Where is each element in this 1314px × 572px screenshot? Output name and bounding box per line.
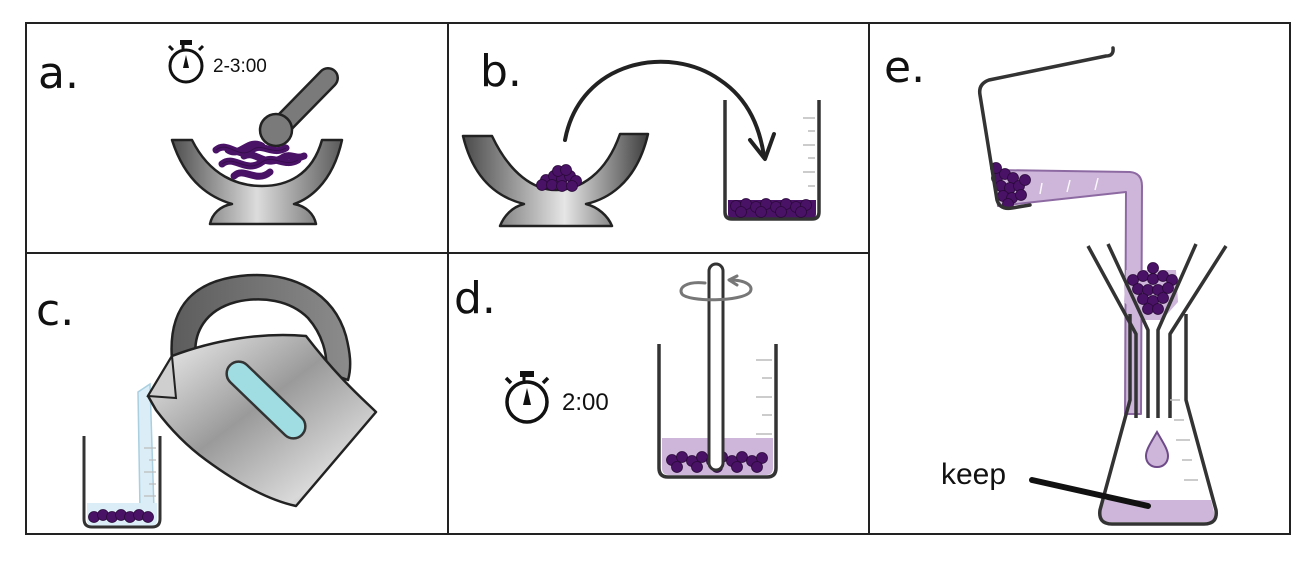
keep-label: keep [941, 458, 1006, 491]
keep-pointer [1029, 477, 1151, 509]
panel-e: e. [884, 42, 1228, 526]
panel-d-letter: d. [454, 273, 496, 324]
erlenmeyer-flask-icon [1098, 314, 1218, 526]
panel-grid [25, 22, 1291, 535]
beaker-icon [723, 100, 821, 221]
droplet-icon [1144, 430, 1170, 469]
stir-rod [707, 262, 725, 472]
stopwatch-icon [167, 40, 205, 84]
stopwatch-icon [504, 371, 550, 424]
beaker-icon [977, 46, 1115, 211]
kettle-icon [146, 273, 378, 508]
tissue-pellet [536, 164, 582, 192]
pestle-icon [258, 67, 339, 148]
panel-b-letter: b. [480, 46, 522, 97]
funnel-icon [1086, 243, 1228, 418]
mortar-icon [461, 132, 650, 228]
beaker-icon [82, 436, 162, 529]
rotation-arrow [679, 274, 753, 302]
panel-b: b. [461, 46, 821, 228]
mortar-icon [170, 138, 344, 226]
panel-d: d. 2:00 [454, 262, 778, 479]
panel-e-letter: e. [884, 42, 925, 93]
panel-a-letter: a. [38, 48, 79, 99]
transfer-arrow [563, 59, 776, 161]
panel-c: c. [36, 273, 378, 529]
timer-label-a: 2-3:00 [213, 56, 267, 77]
panel-a: a. 2-3:00 [38, 40, 344, 226]
timer-label-d: 2:00 [562, 389, 609, 416]
panel-c-letter: c. [36, 285, 74, 336]
tissue-strands [212, 140, 308, 180]
